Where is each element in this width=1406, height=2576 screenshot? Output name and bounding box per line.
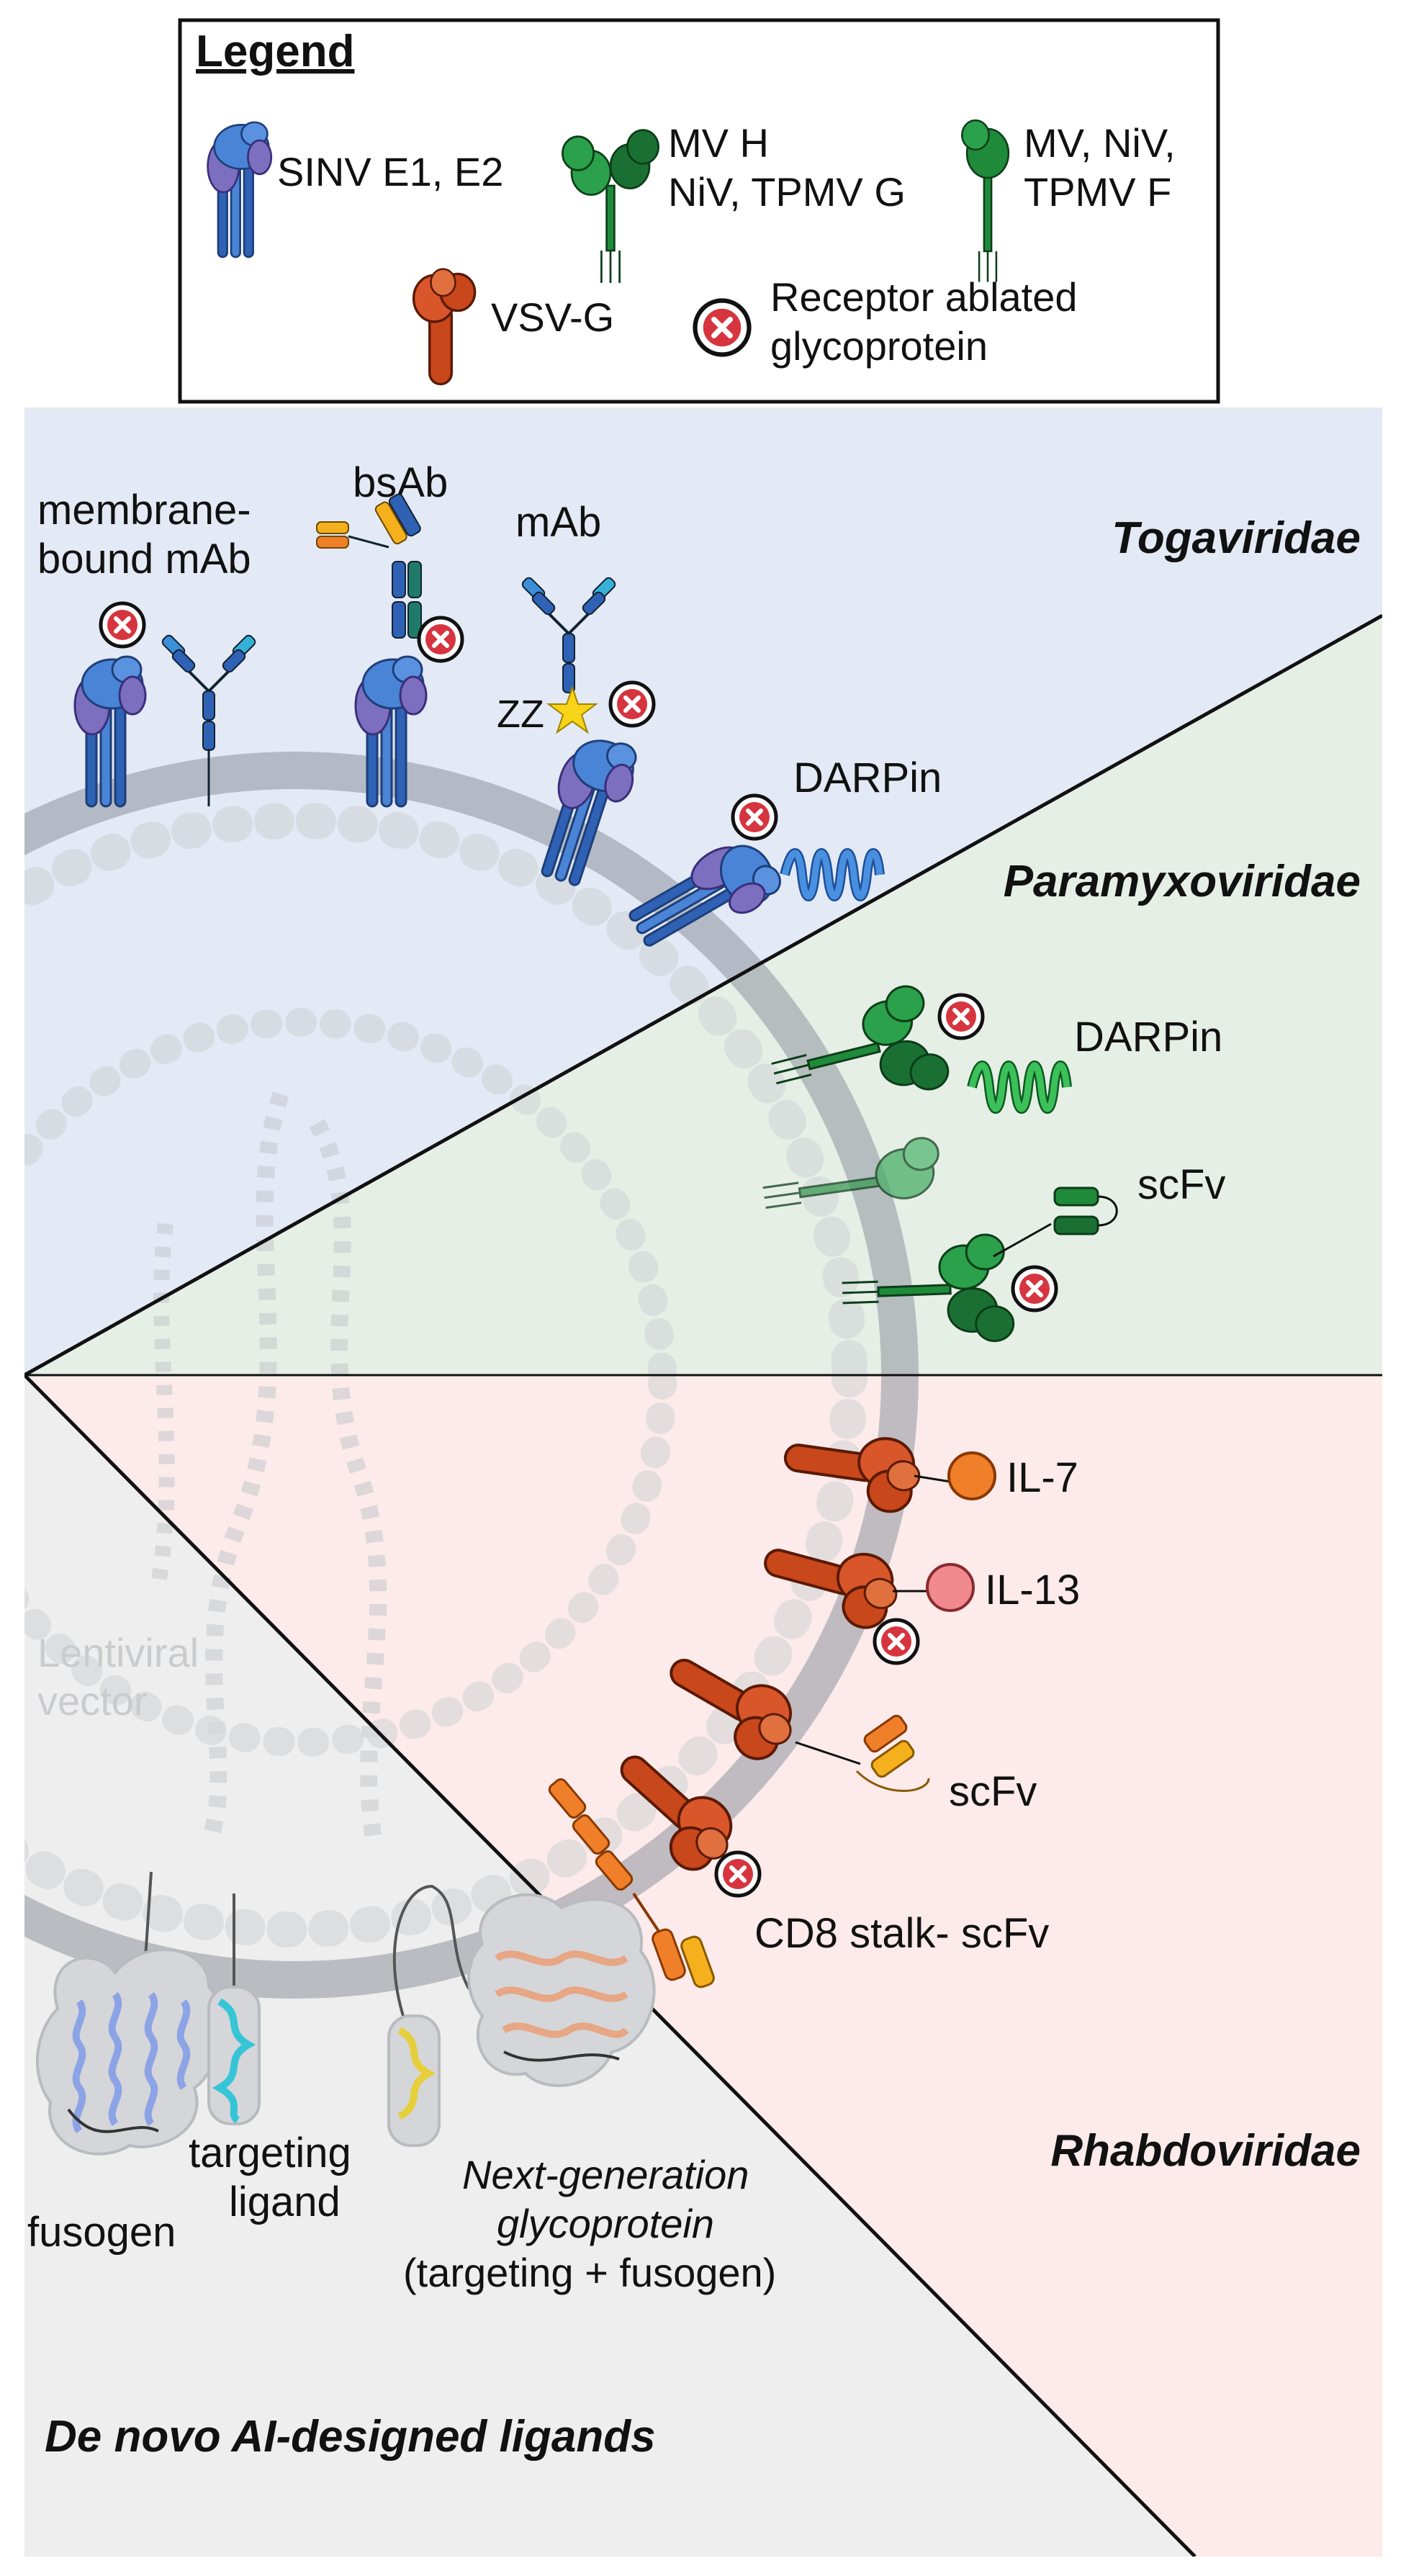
togaviridae-title: Togaviridae [1112, 513, 1361, 563]
paramyxo-scfv-label: scFv [1137, 1161, 1225, 1208]
legend-sinv-label: SINV E1, E2 [277, 149, 503, 194]
legend-attachment-label-2: NiV, TPMV G [668, 169, 906, 215]
legend-ablated-icon [695, 301, 749, 355]
il13-label: IL-13 [985, 1567, 1080, 1613]
targeting-ligand-label-2: ligand [229, 2179, 341, 2225]
legend-title: Legend [196, 27, 354, 76]
legend-fusion-label-1: MV, NiV, [1024, 120, 1176, 166]
denovo-group: fusogen targeting ligand Next-generation… [27, 1871, 776, 2462]
rhabdoviridae-group: IL-7 IL-13 scFv CD8 stalk- scFv Rhabdovi… [548, 1423, 1361, 2176]
rhabdo-scfv-domain [795, 1714, 930, 1792]
paramyxo-scfv-domain [993, 1186, 1118, 1258]
fusogen-structure [35, 1871, 225, 2156]
paramyxoviridae-group: Paramyxoviridae DARPin scFv [760, 857, 1361, 1348]
legend-fusion-label-2: TPMV F [1024, 169, 1171, 215]
targeting-ligand-label-1: targeting [189, 2130, 351, 2176]
legend-ablated-label-2: glycoprotein [770, 323, 988, 369]
lentiviral-vector-label-1: Lentiviral [37, 1630, 199, 1675]
legend-box: Legend SINV E1, E2 MV H NiV, TPMV G MV, … [178, 18, 1220, 404]
zz-label: ZZ [497, 693, 544, 736]
il13-ligand [926, 1563, 975, 1612]
bsab-construct [316, 493, 422, 639]
legend-fusion-icon [961, 119, 1010, 282]
legend-attachment-label-1: MV H [668, 120, 769, 166]
legend-ablated-label-1: Receptor ablated [770, 274, 1078, 320]
mab-label: mAb [515, 499, 601, 546]
targeting-ligand-structure [207, 1893, 261, 2125]
membrane-mab-label-2: bound mAb [37, 536, 251, 582]
fusogen-label: fusogen [27, 2209, 176, 2256]
divider-upper [24, 613, 1382, 1377]
zz-star-icon [546, 685, 598, 734]
next-gen-glycoprotein-structure [387, 1884, 656, 2147]
paramyxo-darpin-ablated-icon [939, 995, 983, 1038]
darpin-toga-label: DARPin [793, 755, 942, 801]
il7-label: IL-7 [1006, 1454, 1078, 1501]
membrane-mab-label-1: membrane- [37, 487, 251, 533]
bsab-ablated-icon [419, 618, 462, 661]
vsvg-cd8-ablated-icon [716, 1852, 760, 1896]
denovo-title: De novo AI-designed ligands [45, 2412, 656, 2462]
togaviridae-group: Togaviridae membrane- bound mAb bsAb mAb… [37, 459, 1361, 966]
paramyxo-darpin-label: DARPin [1074, 1014, 1222, 1060]
rhabdo-scfv-label: scFv [949, 1768, 1037, 1815]
vsvg-il13-ablated-icon [875, 1620, 918, 1663]
darpin-toga-ablated-icon [733, 796, 776, 839]
cd8-stalk-scfv-construct [548, 1778, 715, 1989]
next-gen-label-1: Next-generation [462, 2152, 749, 2197]
next-gen-label-3: (targeting + fusogen) [403, 2250, 776, 2295]
legend-vsvg-label: VSV-G [491, 294, 614, 340]
mab-ablated-icon [610, 683, 654, 726]
lentiviral-vector-label-2: vector [37, 1678, 148, 1724]
membrane-mab-ablated-icon [101, 603, 144, 647]
paramyxo-fusion-protein [762, 1137, 939, 1210]
il7-ligand [947, 1451, 996, 1500]
next-gen-label-2: glycoprotein [497, 2201, 714, 2246]
rhabdoviridae-title: Rhabdoviridae [1050, 2126, 1361, 2176]
paramyxo-scfv-ablated-icon [1013, 1267, 1056, 1310]
cd8-stalk-scfv-label: CD8 stalk- scFv [754, 1910, 1049, 1957]
paramyxoviridae-title: Paramyxoviridae [1004, 857, 1361, 906]
